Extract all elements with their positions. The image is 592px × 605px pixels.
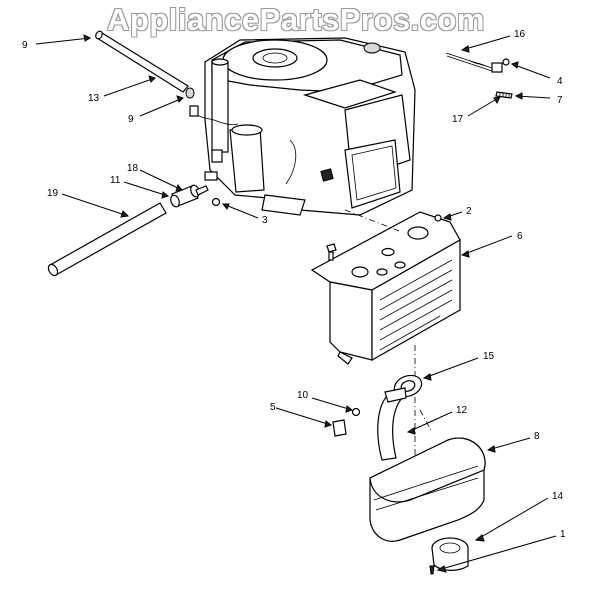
nut-10 bbox=[351, 407, 361, 417]
nut-3 bbox=[211, 197, 221, 207]
fuel-filter-11 bbox=[170, 184, 209, 208]
fitting-4 bbox=[491, 58, 510, 73]
callout-9-lower: 9 bbox=[128, 114, 134, 125]
screw-1 bbox=[429, 565, 435, 575]
callout-14: 14 bbox=[552, 491, 564, 502]
tube-13 bbox=[95, 30, 189, 93]
callout-8: 8 bbox=[534, 431, 540, 442]
callout-5: 5 bbox=[270, 402, 276, 413]
callout-18: 18 bbox=[127, 163, 139, 174]
engine bbox=[191, 37, 416, 216]
shield-nut bbox=[326, 243, 337, 261]
callout-7: 7 bbox=[557, 95, 563, 106]
callout-2: 2 bbox=[466, 206, 472, 217]
watermark-text: AppliancePartsPros.com bbox=[107, 2, 485, 37]
heat-shield-6 bbox=[310, 211, 461, 365]
callout-4: 4 bbox=[557, 76, 563, 87]
callout-19: 19 bbox=[47, 188, 59, 199]
callout-13: 13 bbox=[88, 93, 100, 104]
callout-1: 1 bbox=[560, 529, 566, 540]
clip-9 bbox=[185, 87, 195, 99]
muffler-8 bbox=[369, 387, 486, 542]
bolt-5 bbox=[332, 419, 347, 437]
wire-connector bbox=[189, 105, 199, 117]
callout-6: 6 bbox=[517, 231, 523, 242]
deflector-14 bbox=[431, 537, 469, 571]
alignment-line bbox=[419, 409, 433, 433]
alignment-line bbox=[344, 209, 403, 233]
bolt-2 bbox=[434, 214, 442, 222]
leader-lines bbox=[35, 34, 557, 573]
callout-9-top: 9 bbox=[22, 40, 28, 51]
callout-15: 15 bbox=[483, 351, 495, 362]
callout-11: 11 bbox=[110, 175, 121, 186]
callout-16: 16 bbox=[514, 29, 526, 40]
callout-17: 17 bbox=[452, 114, 464, 125]
rod-16 bbox=[445, 52, 493, 72]
callout-10: 10 bbox=[297, 390, 309, 401]
tube-19 bbox=[47, 202, 167, 277]
callout-12: 12 bbox=[456, 405, 468, 416]
callout-3: 3 bbox=[262, 215, 268, 226]
